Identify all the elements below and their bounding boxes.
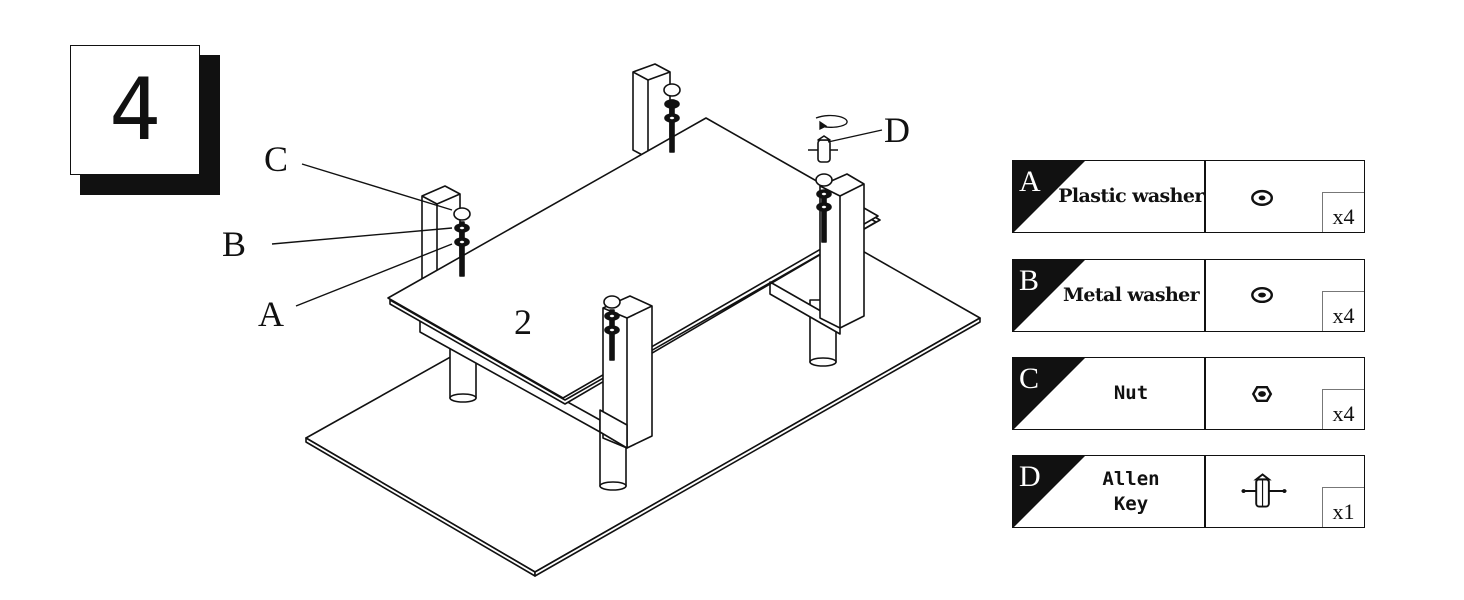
part-quantity: x4: [1322, 192, 1364, 232]
part-row-b: B Metal washer x4: [1012, 259, 1365, 332]
rail-right: [769, 281, 841, 335]
bolt-stack-front: [603, 295, 621, 361]
part-row-c: C Nut x4: [1012, 357, 1365, 430]
part-letter: A: [1019, 165, 1041, 198]
plastic-washer-icon: [1251, 189, 1273, 206]
bolt-stack-back: [663, 83, 681, 153]
allen-key-icon: [1241, 473, 1287, 508]
leader-c: [301, 163, 453, 211]
part-name: Plastic washer: [1058, 185, 1204, 208]
leg-right: [819, 173, 865, 329]
part-row-a: A Plastic washer x4: [1012, 160, 1365, 233]
divider: [1204, 260, 1206, 331]
part-quantity: x4: [1322, 291, 1364, 331]
callout-a: A: [258, 294, 284, 334]
part-name: Allen Key: [1102, 467, 1160, 515]
bolt-stack-left: [453, 207, 471, 277]
part-row-d: D Allen Key x1: [1012, 455, 1365, 528]
part-quantity: x4: [1322, 389, 1364, 429]
callout-c: C: [264, 139, 288, 179]
top-panel: [387, 117, 879, 399]
nut-icon: [1251, 385, 1273, 403]
part-name: Metal washer: [1062, 284, 1200, 307]
assembly-diagram: C B A D 2: [222, 63, 981, 577]
leader-d: [827, 129, 883, 143]
divider: [1204, 358, 1206, 429]
step-badge: 4: [70, 45, 222, 197]
part-name: Nut: [1113, 382, 1149, 405]
step-number: 4: [70, 45, 200, 175]
part-letter: D: [1019, 460, 1041, 493]
part-corner-triangle: [1013, 260, 1085, 332]
part-corner-triangle: [1013, 456, 1085, 528]
divider: [1204, 456, 1206, 527]
callout-b: B: [222, 224, 246, 264]
leader-b: [271, 227, 453, 245]
metal-washer-icon: [1251, 286, 1273, 304]
panel-number: 2: [514, 302, 532, 342]
part-letter: C: [1019, 362, 1040, 395]
divider: [1204, 161, 1206, 232]
allen-key-tool: [808, 135, 838, 163]
part-corner-triangle: [1013, 161, 1085, 233]
leg-back: [632, 63, 671, 159]
part-letter: B: [1019, 264, 1040, 297]
callout-d: D: [884, 110, 910, 150]
leader-a: [295, 243, 453, 307]
bolt-stack-right: [815, 173, 833, 243]
rotate-arrow-icon: [815, 114, 848, 131]
part-corner-triangle: [1013, 358, 1085, 430]
part-quantity: x1: [1322, 487, 1364, 527]
bottom-shelf-edge-right: [534, 317, 981, 577]
